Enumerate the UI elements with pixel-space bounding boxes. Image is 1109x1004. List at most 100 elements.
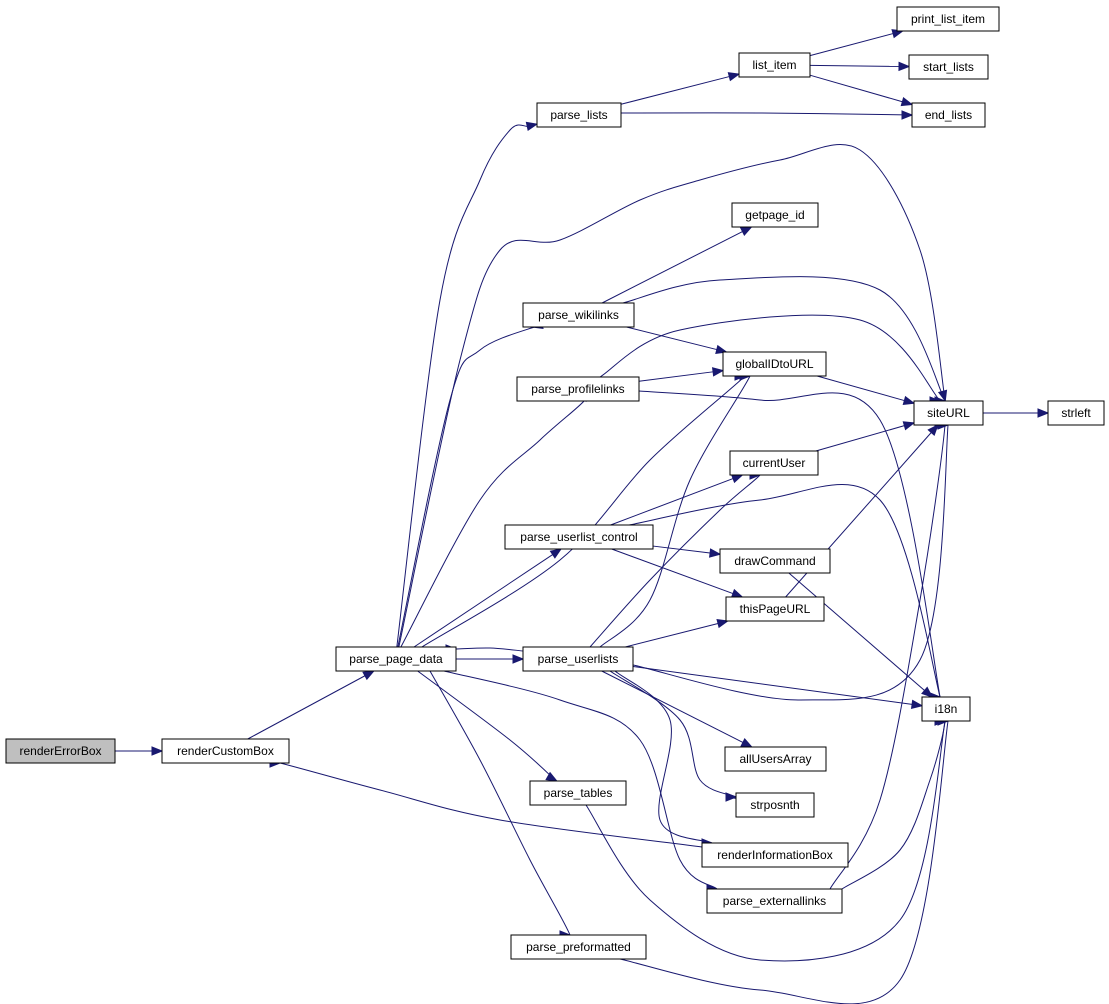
edge-parse_externallinks-to-i18n bbox=[841, 716, 947, 890]
edge-line bbox=[268, 760, 703, 848]
edge-line bbox=[417, 670, 558, 783]
node-box bbox=[536, 102, 622, 128]
edge-parse_page_data-to-parse_lists bbox=[396, 121, 539, 648]
arrowhead bbox=[725, 792, 738, 802]
arrowhead bbox=[739, 226, 753, 236]
arrowhead bbox=[1037, 408, 1050, 418]
node-strposnth[interactable]: strposnth bbox=[735, 792, 815, 818]
edge-line bbox=[829, 411, 946, 890]
node-box bbox=[335, 646, 457, 672]
edge-line bbox=[445, 647, 524, 652]
node-label: globalIDtoURL bbox=[735, 357, 813, 371]
edge-line bbox=[413, 554, 553, 648]
node-label: siteURL bbox=[927, 406, 970, 420]
arrowhead bbox=[711, 367, 725, 377]
edge-line bbox=[247, 675, 366, 740]
node-label: parse_profilelinks bbox=[531, 382, 624, 396]
edge-line bbox=[421, 369, 751, 648]
edge-line bbox=[614, 670, 715, 846]
node-getpage_id[interactable]: getpage_id bbox=[731, 202, 819, 228]
edge-line bbox=[429, 670, 572, 941]
edge-parse_page_data-to-parse_preformatted bbox=[429, 670, 572, 941]
node-box bbox=[516, 376, 640, 402]
node-label: strleft bbox=[1061, 406, 1091, 420]
edge-line bbox=[397, 322, 546, 648]
node-parse_externallinks[interactable]: parse_externallinks bbox=[706, 888, 843, 914]
edge-line bbox=[610, 478, 734, 526]
node-renderErrorBox[interactable]: renderErrorBox bbox=[5, 738, 116, 764]
arrowhead bbox=[512, 654, 525, 664]
node-parse_wikilinks[interactable]: parse_wikilinks bbox=[522, 302, 635, 328]
node-box bbox=[722, 351, 827, 377]
arrowhead bbox=[362, 670, 375, 681]
arrowhead bbox=[549, 548, 563, 559]
node-start_lists[interactable]: start_lists bbox=[908, 54, 989, 80]
node-label: parse_tables bbox=[544, 786, 613, 800]
edge-list_item-to-print_list_item bbox=[809, 29, 905, 57]
node-parse_page_data[interactable]: parse_page_data bbox=[335, 646, 457, 672]
node-allUsersArray[interactable]: allUsersArray bbox=[724, 746, 827, 772]
arrowhead bbox=[898, 61, 911, 72]
edge-line bbox=[841, 716, 946, 890]
node-label: thisPageURL bbox=[740, 602, 811, 616]
edge-line bbox=[611, 548, 734, 595]
node-box bbox=[921, 696, 971, 722]
edge-line bbox=[652, 545, 711, 554]
edge-parse_userlists-to-parse_page_data bbox=[445, 644, 524, 654]
node-box bbox=[724, 746, 827, 772]
node-parse_tables[interactable]: parse_tables bbox=[529, 780, 627, 806]
node-globalIDtoURL[interactable]: globalIDtoURL bbox=[722, 351, 827, 377]
node-drawCommand[interactable]: drawCommand bbox=[719, 548, 831, 574]
edge-line bbox=[809, 33, 894, 57]
node-box bbox=[504, 524, 654, 550]
node-renderCustomBox[interactable]: renderCustomBox bbox=[161, 738, 290, 764]
edge-parse_page_data-to-parse_profilelinks bbox=[400, 389, 588, 648]
node-box bbox=[5, 738, 116, 764]
edge-line bbox=[601, 670, 744, 743]
node-box bbox=[725, 596, 825, 622]
edge-line bbox=[620, 112, 922, 116]
arrowhead bbox=[902, 395, 916, 405]
node-label: print_list_item bbox=[911, 12, 985, 26]
node-box bbox=[719, 548, 831, 574]
node-print_list_item[interactable]: print_list_item bbox=[896, 6, 1000, 32]
node-parse_userlist_control[interactable]: parse_userlist_control bbox=[504, 524, 654, 550]
node-parse_userlists[interactable]: parse_userlists bbox=[522, 646, 634, 672]
node-box bbox=[913, 400, 984, 426]
edge-line bbox=[622, 276, 949, 410]
edge-line bbox=[809, 74, 903, 103]
node-box bbox=[911, 102, 986, 128]
arrowhead bbox=[910, 699, 924, 710]
node-box bbox=[735, 792, 815, 818]
edge-line bbox=[398, 144, 947, 648]
node-i18n[interactable]: i18n bbox=[921, 696, 971, 722]
node-label: end_lists bbox=[925, 108, 972, 122]
node-renderInformationBox[interactable]: renderInformationBox bbox=[701, 842, 849, 868]
node-parse_preformatted[interactable]: parse_preformatted bbox=[510, 934, 647, 960]
arrowhead bbox=[727, 72, 741, 82]
edge-parse_tables-to-i18n bbox=[585, 705, 947, 962]
node-box bbox=[161, 738, 290, 764]
node-parse_profilelinks[interactable]: parse_profilelinks bbox=[516, 376, 640, 402]
edge-parse_externallinks-to-siteURL bbox=[829, 411, 947, 890]
edge-line bbox=[632, 665, 913, 705]
arrowhead bbox=[545, 771, 558, 782]
node-label: getpage_id bbox=[745, 208, 804, 222]
edge-parse_userlists-to-renderInformationBox bbox=[614, 670, 715, 848]
node-label: parse_lists bbox=[550, 108, 607, 122]
edge-parse_userlist_control-to-drawCommand bbox=[652, 545, 722, 558]
node-box bbox=[701, 842, 849, 868]
edge-line bbox=[815, 425, 905, 452]
node-label: renderInformationBox bbox=[717, 848, 832, 862]
node-siteURL[interactable]: siteURL bbox=[913, 400, 984, 426]
node-parse_lists[interactable]: parse_lists bbox=[536, 102, 622, 128]
edge-line bbox=[816, 375, 905, 402]
node-thisPageURL[interactable]: thisPageURL bbox=[725, 596, 825, 622]
node-end_lists[interactable]: end_lists bbox=[911, 102, 986, 128]
node-label: parse_wikilinks bbox=[538, 308, 619, 322]
node-strleft[interactable]: strleft bbox=[1047, 400, 1105, 426]
node-currentUser[interactable]: currentUser bbox=[729, 450, 819, 476]
edge-parse_userlists-to-thisPageURL bbox=[625, 618, 730, 648]
node-list_item[interactable]: list_item bbox=[738, 52, 811, 78]
